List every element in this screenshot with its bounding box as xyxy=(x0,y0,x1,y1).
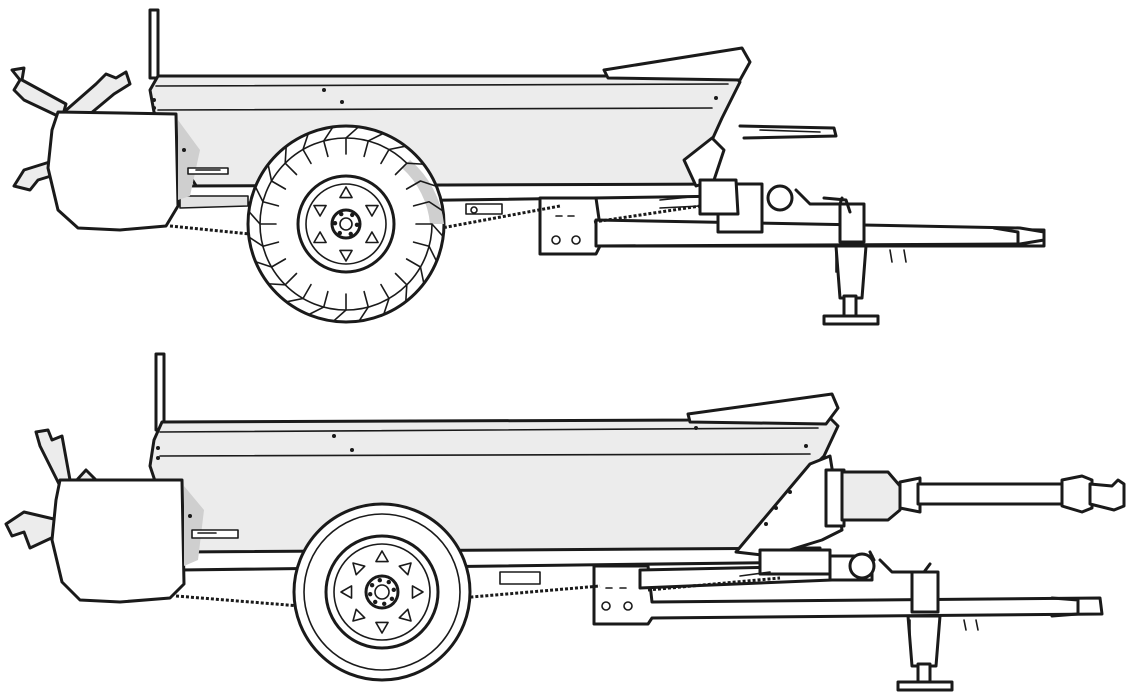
tread-lug xyxy=(380,283,390,315)
spreader-bottom-view xyxy=(4,352,1126,692)
corner-post-top xyxy=(148,8,160,80)
tread-lug xyxy=(255,258,287,268)
drive-chain-bottom xyxy=(175,584,601,608)
pto-shaft-assembly xyxy=(734,454,1126,558)
rim-vent-hole xyxy=(339,186,353,199)
spreader-top-view xyxy=(10,8,1046,326)
tread-lug xyxy=(268,272,298,286)
rim-vent-hole xyxy=(375,550,389,563)
tread-lug xyxy=(412,241,437,261)
tread-lug xyxy=(358,290,370,321)
lug-nut xyxy=(389,596,395,601)
lug-nut xyxy=(354,222,360,228)
rim-vent-hole xyxy=(313,231,327,244)
tread-lug xyxy=(415,223,444,237)
lug-nut xyxy=(350,212,355,218)
corner-post-bottom xyxy=(154,352,166,432)
rim-vent-hole xyxy=(313,204,327,217)
tread-lug xyxy=(267,164,287,190)
lug-nut xyxy=(369,583,375,588)
front-splash-board-top xyxy=(602,46,752,82)
lug-nut xyxy=(337,230,342,236)
rim-vent-hole xyxy=(352,562,366,576)
tread-lug xyxy=(412,200,443,212)
lug-nut xyxy=(377,578,382,583)
lug-nut xyxy=(382,601,387,606)
tread-lug xyxy=(405,258,425,284)
lug-nut xyxy=(348,231,353,237)
spreader-box-top xyxy=(148,70,742,194)
rim-vent-hole xyxy=(398,562,412,576)
tread-lug xyxy=(394,272,408,302)
lug-nut xyxy=(339,211,344,217)
tread-lug xyxy=(345,126,359,155)
tread-lug xyxy=(302,133,312,165)
rim-vent-hole xyxy=(375,621,389,634)
lug-nut xyxy=(332,220,338,226)
jack-stand-bottom xyxy=(896,570,954,692)
rim-vent-hole xyxy=(339,249,353,262)
tread-lug xyxy=(363,133,383,158)
tread-lug xyxy=(255,187,280,207)
tread-lug xyxy=(309,290,329,315)
lug-nut xyxy=(386,579,391,585)
rim-vent-hole xyxy=(365,204,379,217)
lug-nut xyxy=(391,587,396,592)
tire-bottom xyxy=(292,502,472,682)
tread-lug xyxy=(322,127,334,158)
tread-lug xyxy=(333,293,347,322)
lug-nut xyxy=(373,599,378,605)
tread-lug xyxy=(394,162,424,176)
front-splash-board-bottom xyxy=(686,392,840,426)
tread-lug xyxy=(284,146,298,176)
beater-housing-bottom xyxy=(50,478,186,604)
tongue-frame-top xyxy=(465,124,1046,263)
spreader-box-bottom xyxy=(148,412,840,562)
tongue-frame-bottom xyxy=(499,548,1104,631)
jack-stand-top xyxy=(822,196,880,326)
beater-housing-top xyxy=(46,110,180,232)
tread-lug xyxy=(286,283,312,303)
lug-nut xyxy=(368,592,373,597)
tire-top xyxy=(246,124,446,324)
tread-lug xyxy=(380,145,406,165)
tread-lug xyxy=(248,211,277,225)
rim-vent-hole xyxy=(411,585,424,599)
tread-lug xyxy=(249,236,280,248)
tread-lug xyxy=(405,180,437,190)
rim-vent-hole xyxy=(352,608,366,622)
rim-vent-hole xyxy=(340,585,353,599)
rim-vent-hole xyxy=(398,608,412,622)
rim-vent-hole xyxy=(365,231,379,244)
